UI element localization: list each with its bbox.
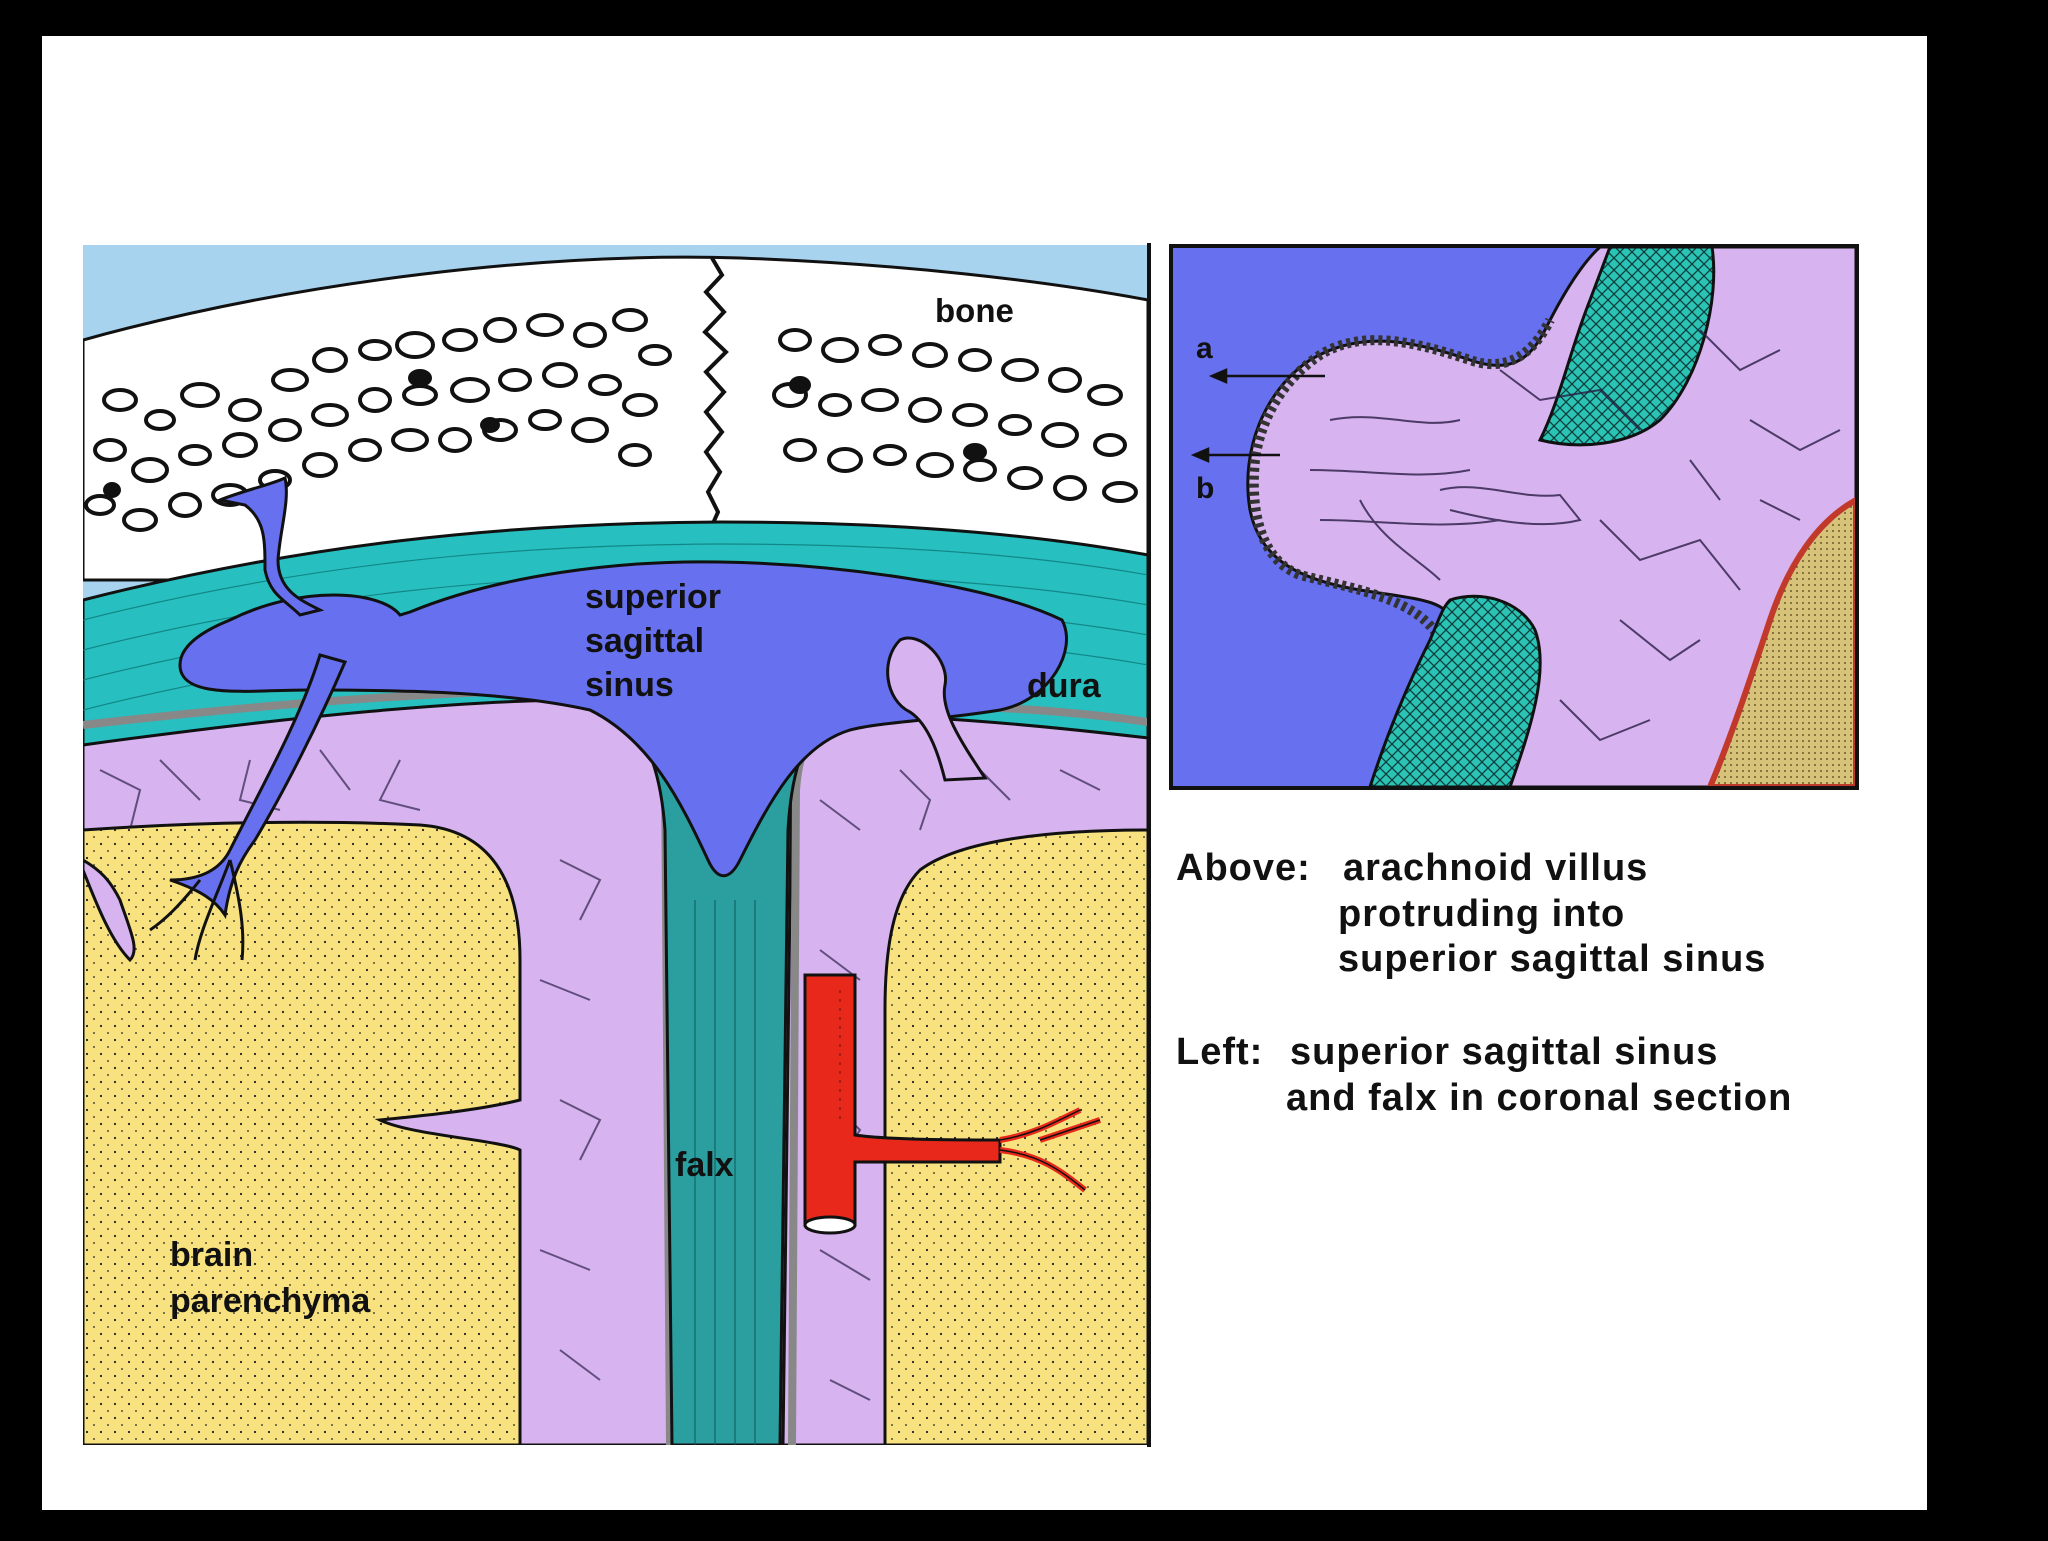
inset-frame [1169, 244, 1859, 790]
label-sinus-line1: superior [585, 578, 721, 616]
label-brain-line1: brain [170, 1236, 253, 1274]
label-falx: falx [675, 1146, 734, 1184]
suture-line [702, 256, 729, 531]
caption-left-line1: superior sagittal sinus [1290, 1031, 1719, 1073]
inset-label-a: a [1196, 332, 1213, 365]
caption-above-line3: superior sagittal sinus [1338, 938, 1767, 980]
caption-above-line2: protruding into [1338, 893, 1626, 935]
arachnoid-villus-diagram: a b [1172, 247, 1856, 787]
label-brain-line2: parenchyma [170, 1282, 371, 1320]
arachnoid-granulation [886, 636, 988, 782]
label-dura: dura [1027, 667, 1102, 705]
brain-left [83, 820, 522, 1445]
bone-texture [84, 308, 1138, 532]
cerebral-artery [803, 973, 1002, 1227]
caption-left-label: Left: [1176, 1031, 1264, 1073]
caption-above-line1: arachnoid villus [1343, 847, 1649, 889]
label-sinus-line2: sagittal [585, 622, 704, 660]
label-sinus-line3: sinus [585, 666, 674, 704]
coronal-section-diagram: bone superior sagittal sinus dura falx b… [83, 245, 1148, 1445]
caption-left-line2: and falx in coronal section [1286, 1077, 1793, 1119]
caption-above-label: Above: [1176, 847, 1311, 889]
superior-sagittal-sinus [178, 560, 1068, 878]
inset-label-b: b [1196, 472, 1214, 505]
label-bone: bone [935, 292, 1014, 329]
